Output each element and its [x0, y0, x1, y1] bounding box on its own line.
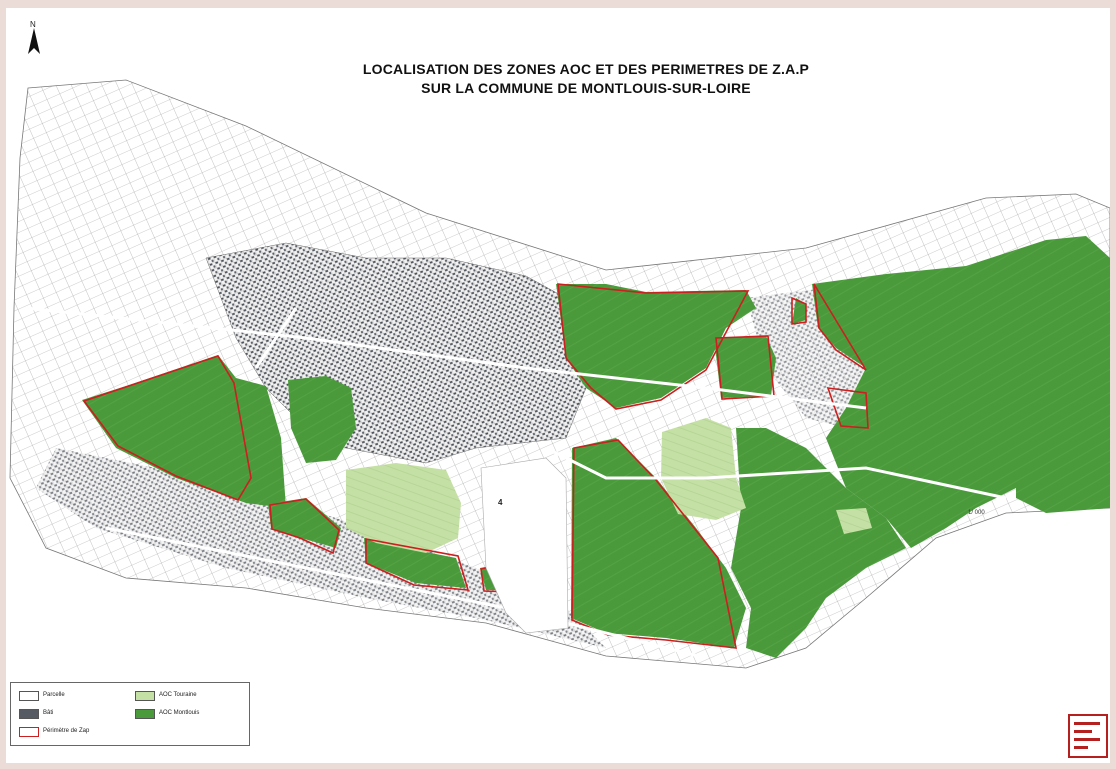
legend-swatch-bati — [19, 709, 39, 719]
open-area-centre — [480, 457, 569, 634]
map-title-line-2: SUR LA COMMUNE DE MONTLOUIS-SUR-LOIRE — [421, 80, 751, 96]
north-arrow-label: N — [30, 20, 36, 29]
aoc-touraine-zones — [346, 418, 872, 553]
roads — [25, 306, 1007, 660]
legend-label-aoc-touraine: AOC Touraine — [159, 692, 197, 698]
legend-label-zap: Périmètre de Zap — [43, 728, 90, 734]
map-title: LOCALISATION DES ZONES AOC ET DES PERIME… — [6, 60, 1110, 98]
aoc-montlouis-zones — [82, 236, 1110, 658]
legend-label-parcel: Parcelle — [43, 692, 65, 698]
legend-swatch-parcel — [19, 691, 39, 701]
map-title-line-1: LOCALISATION DES ZONES AOC ET DES PERIME… — [362, 61, 810, 77]
legend-swatch-zap — [19, 727, 39, 737]
legend-swatch-aoc-montlouis — [135, 709, 155, 719]
legend-label-bati: Bâti — [43, 710, 54, 716]
zap-perimeters — [82, 283, 869, 649]
map-label-scale-note: 1/ 000 — [968, 510, 985, 516]
legend-swatch-aoc-touraine — [135, 691, 155, 701]
north-arrow-icon — [28, 28, 40, 54]
commune-map — [9, 79, 1110, 669]
map-legend: Parcelle Bâti Périmètre de Zap AOC Toura… — [10, 682, 250, 746]
legend-label-aoc-montlouis: AOC Montlouis — [159, 710, 200, 716]
map-label-zap-number: 4 — [498, 498, 503, 507]
publisher-logo — [1068, 714, 1108, 758]
map-sheet: LOCALISATION DES ZONES AOC ET DES PERIME… — [6, 8, 1110, 763]
